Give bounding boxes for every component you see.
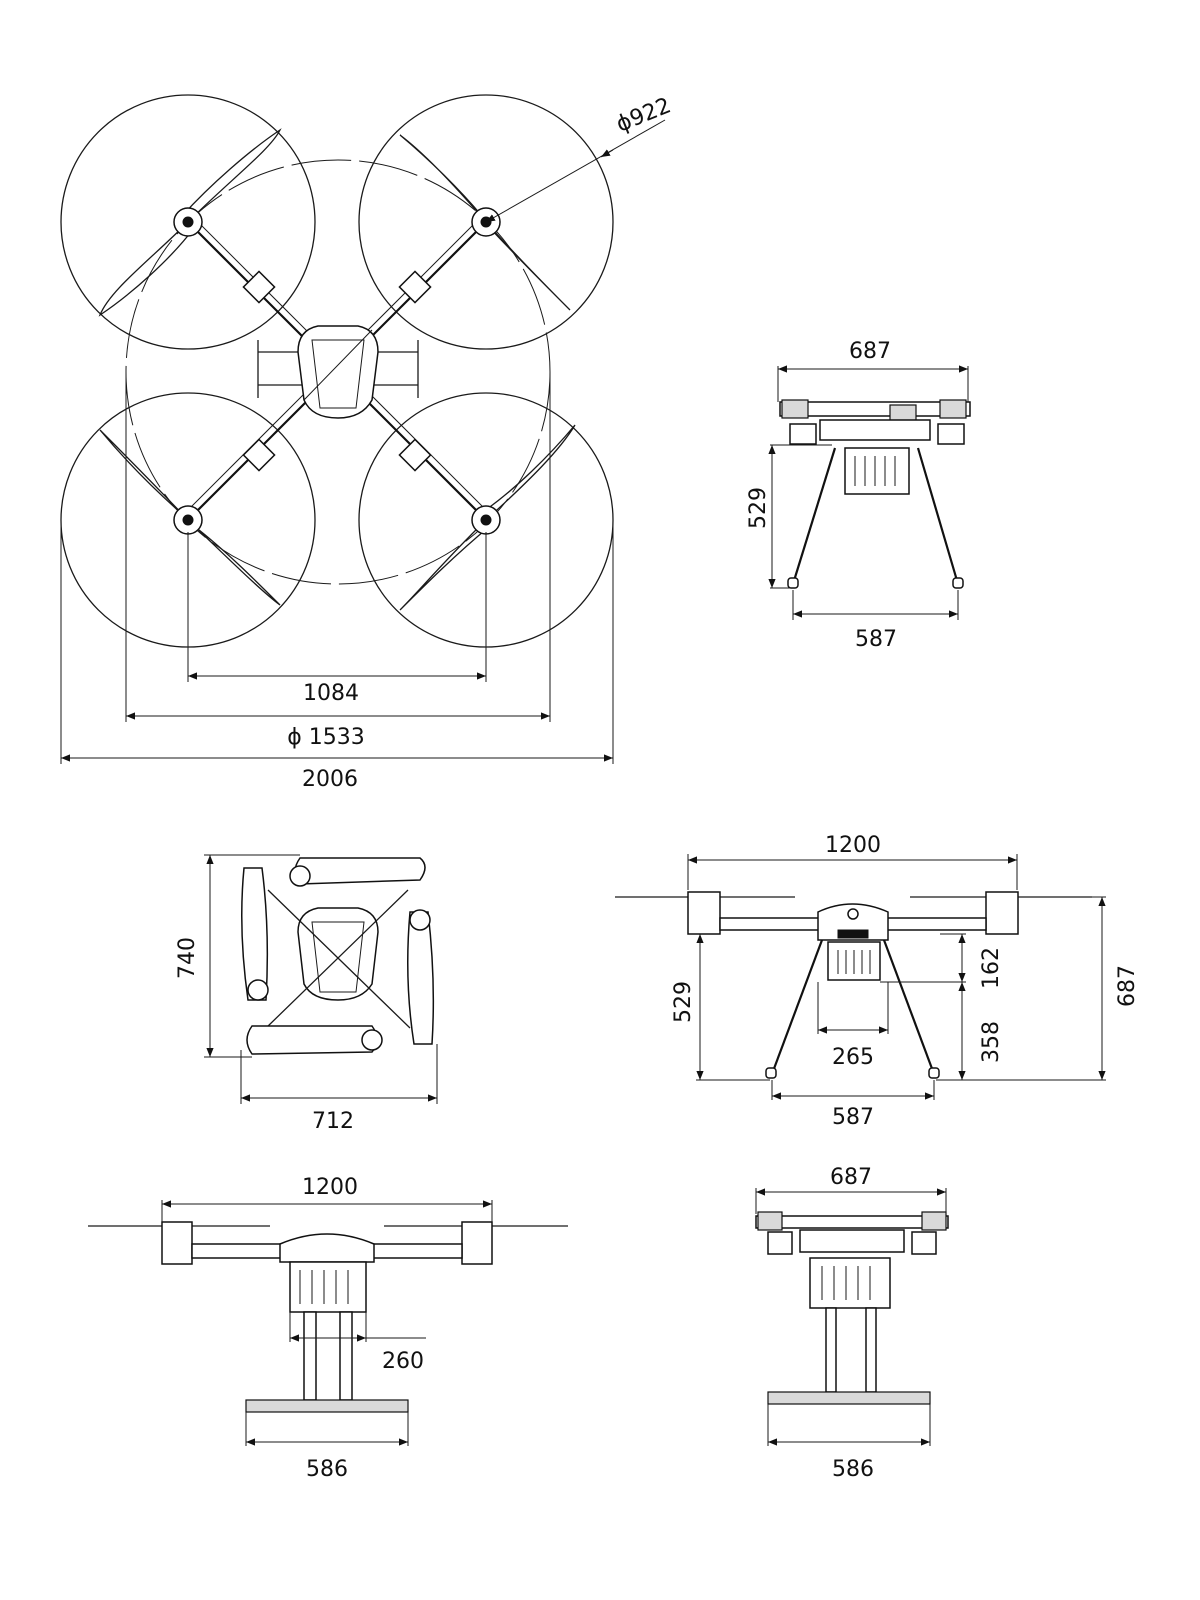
front-body-height-label: 162 — [979, 947, 1004, 989]
front-leg-height-label: 358 — [979, 1021, 1004, 1063]
side-small-top-width-label: 687 — [849, 339, 891, 364]
drone-body — [297, 325, 379, 419]
rotor-circle-top-left — [60, 94, 316, 350]
rotor-circle-top-right — [358, 94, 614, 350]
front-width-label: 1200 — [825, 833, 881, 858]
front-height-label: 529 — [671, 981, 696, 1023]
front-alt-width-label: 1200 — [302, 1175, 358, 1200]
motor-spacing-label: 1084 — [303, 681, 359, 706]
folded-view: 740 712 — [175, 854, 438, 1134]
side-view-small: 687 529 587 — [746, 339, 971, 652]
front-leg-span-label: 587 — [832, 1105, 874, 1130]
folded-width-label: 712 — [312, 1109, 354, 1134]
front-view-alt: 1200 260 586 — [88, 1175, 568, 1482]
top-view-dimensions: ϕ922 1084 ϕ 1533 2006 — [60, 93, 675, 792]
side-alt-top-width-label: 687 — [830, 1165, 872, 1190]
front-battery-width-label: 265 — [832, 1045, 874, 1070]
overall-span-label: 2006 — [302, 767, 358, 792]
top-view: ϕ922 1084 ϕ 1533 2006 — [60, 93, 675, 792]
frame-diameter-label: ϕ 1533 — [287, 725, 365, 750]
front-overall-height-label: 687 — [1115, 965, 1140, 1007]
front-alt-payload-label: 260 — [382, 1349, 424, 1374]
propeller-blades — [98, 128, 576, 611]
side-view-alt: 687 586 — [755, 1165, 949, 1482]
front-alt-skid-label: 586 — [306, 1457, 348, 1482]
side-small-height-label: 529 — [746, 487, 771, 529]
rotor-diameter-label: ϕ922 — [613, 93, 675, 137]
arm-clamps — [242, 270, 432, 472]
folded-height-label: 740 — [175, 937, 200, 979]
side-small-leg-span-label: 587 — [855, 627, 897, 652]
front-view: 1200 529 162 358 687 265 587 — [615, 833, 1140, 1130]
side-alt-skid-label: 586 — [832, 1457, 874, 1482]
